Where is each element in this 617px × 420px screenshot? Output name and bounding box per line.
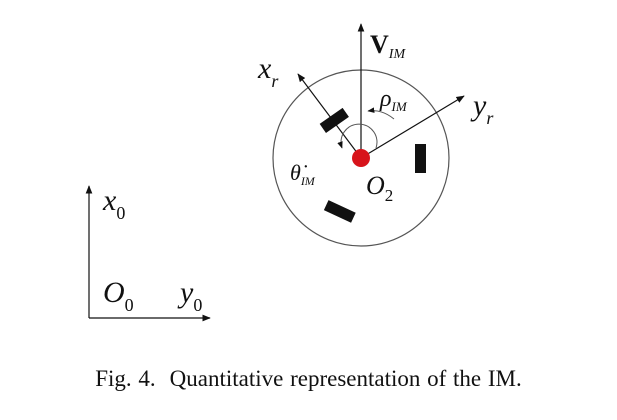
caption-prefix: Fig. 4. [95, 366, 156, 391]
caption-text: Quantitative representation of the IM. [169, 366, 522, 391]
y0-label: y0 [177, 276, 202, 315]
wheel-upper-left [319, 107, 349, 133]
o0-label: O0 [103, 276, 134, 315]
yr-axis-arrow [360, 95, 465, 159]
theta-dot-label: θ̇IM [290, 160, 316, 188]
im-center-dot [352, 149, 370, 167]
wheel-right [415, 144, 426, 173]
rho-label: ρIM [379, 86, 408, 114]
x0-label: x0 [102, 184, 125, 223]
velocity-label: VIM [370, 30, 406, 62]
rho-angle-arc [367, 107, 395, 120]
xr-axis-arrow [297, 73, 362, 159]
yr-label: yr [470, 89, 494, 128]
o2-label: O2 [366, 171, 393, 205]
theta-dot-arc [337, 123, 378, 149]
figure-caption: Fig. 4. Quantitative representation of th… [0, 366, 617, 392]
xr-label: xr [257, 52, 279, 91]
wheel-lower-left [323, 200, 356, 223]
